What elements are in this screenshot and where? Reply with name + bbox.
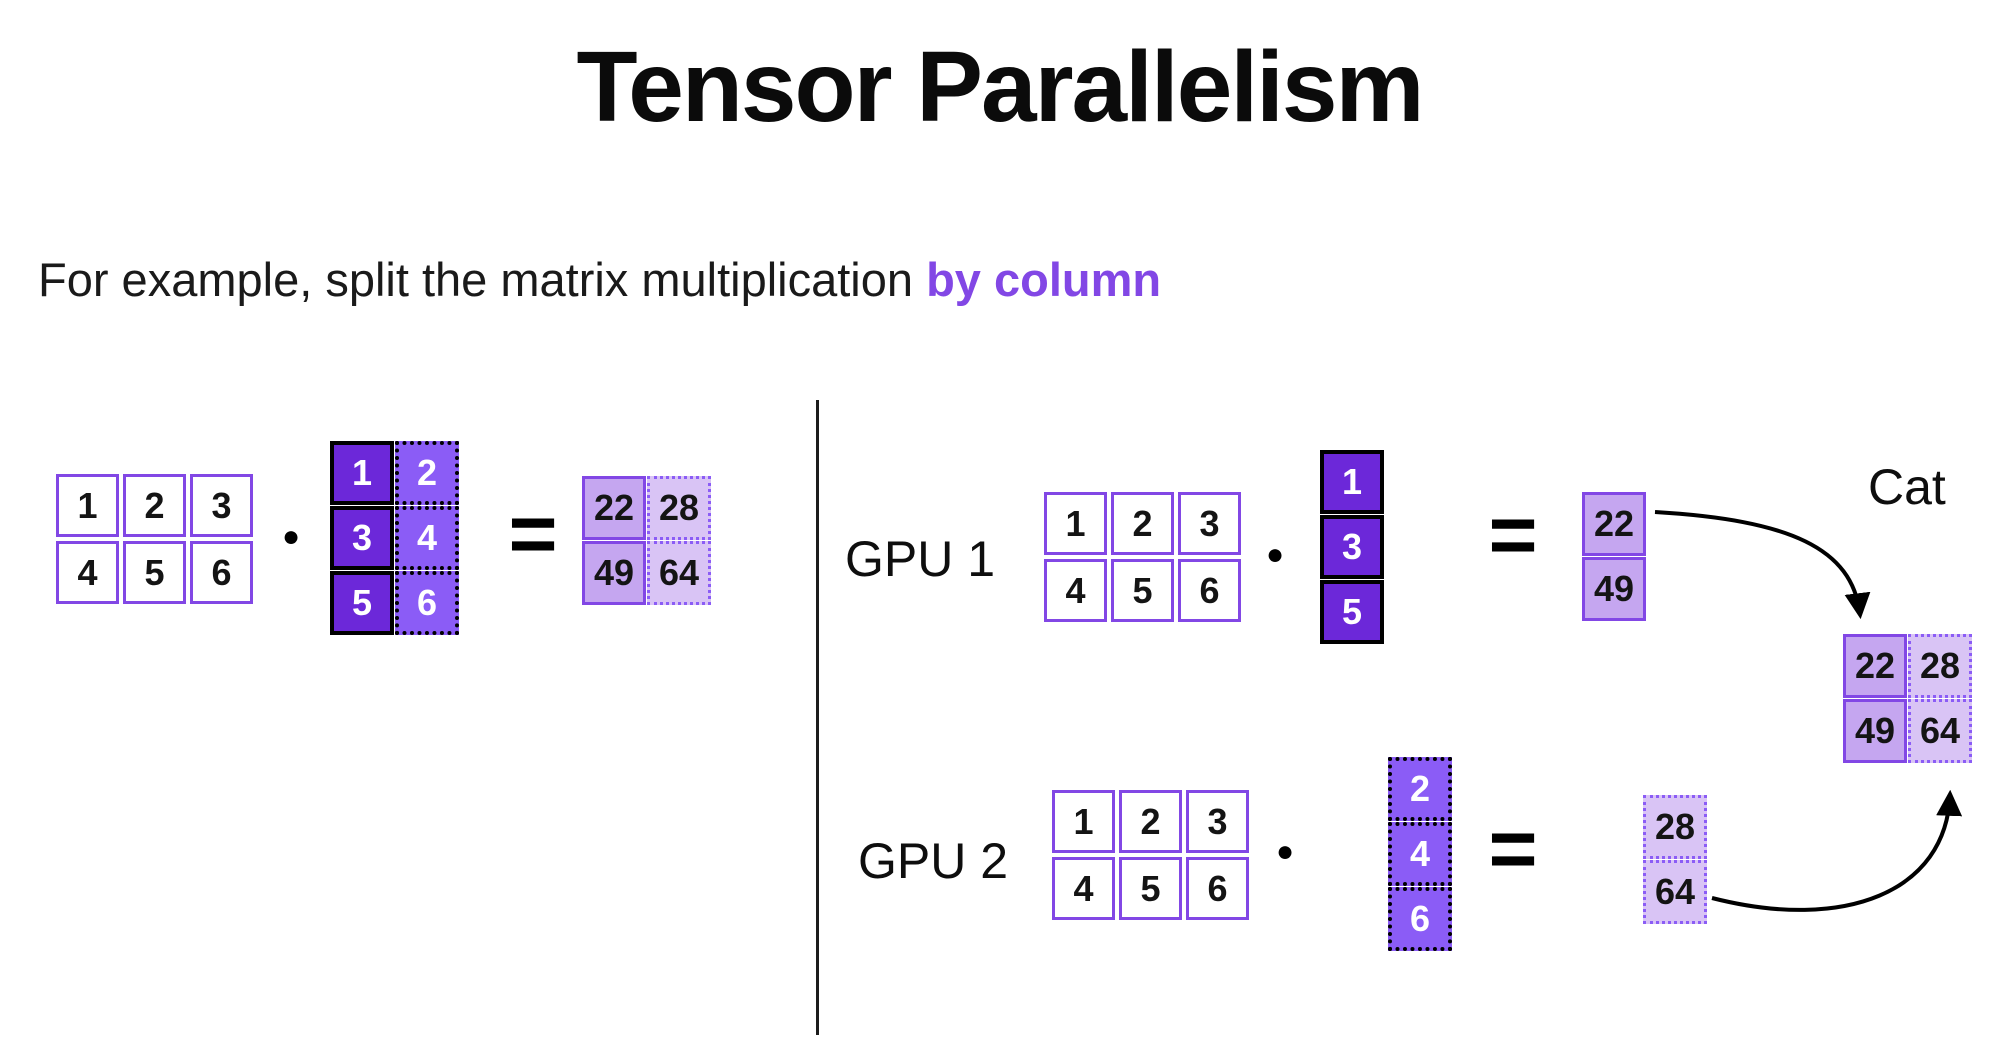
- matrix-cell: 3: [1186, 790, 1249, 853]
- left-weight-matrix: 1 2 3 4 5 6: [330, 441, 459, 635]
- left-result-matrix: 22 28 49 64: [582, 476, 711, 605]
- matrix-cell: 1: [56, 474, 119, 537]
- matrix-cell: 6: [395, 571, 459, 635]
- matrix-cell: 5: [1320, 580, 1384, 644]
- dot-product-icon: ●: [281, 520, 301, 553]
- matrix-cell: 2: [1111, 492, 1174, 555]
- gpu1-input-matrix: 1 2 3 4 5 6: [1044, 492, 1241, 622]
- arrow-gpu1-to-cat: [1654, 510, 1871, 620]
- matrix-cell: 6: [1388, 887, 1452, 951]
- matrix-cell: 1: [1044, 492, 1107, 555]
- gpu1-weight-column: 1 3 5: [1320, 450, 1384, 644]
- matrix-cell: 64: [647, 541, 711, 605]
- arrow-gpu2-to-cat: [1711, 789, 1963, 912]
- matrix-cell: 3: [190, 474, 253, 537]
- equals-sign: =: [1488, 487, 1538, 582]
- equals-sign: =: [508, 486, 558, 581]
- matrix-cell: 1: [330, 441, 394, 505]
- matrix-cell: 22: [1843, 634, 1907, 698]
- matrix-cell: 4: [395, 506, 459, 570]
- gpu2-result-column: 28 64: [1643, 795, 1707, 924]
- gpu2-input-matrix: 1 2 3 4 5 6: [1052, 790, 1249, 920]
- matrix-cell: 6: [1186, 857, 1249, 920]
- matrix-cell: 22: [1582, 492, 1646, 556]
- dot-product-icon: ●: [1275, 835, 1295, 868]
- vertical-divider: [816, 400, 819, 1035]
- concatenated-result-matrix: 22 28 49 64: [1843, 634, 1972, 763]
- matrix-cell: 28: [1643, 795, 1707, 859]
- matrix-cell: 5: [330, 571, 394, 635]
- matrix-cell: 28: [1908, 634, 1972, 698]
- matrix-cell: 3: [330, 506, 394, 570]
- matrix-cell: 49: [582, 541, 646, 605]
- left-input-matrix: 1 2 3 4 5 6: [56, 474, 253, 604]
- matrix-cell: 5: [123, 541, 186, 604]
- subtitle-text: For example, split the matrix multiplica…: [38, 253, 927, 306]
- matrix-cell: 2: [1119, 790, 1182, 853]
- matrix-cell: 5: [1111, 559, 1174, 622]
- matrix-cell: 64: [1908, 699, 1972, 763]
- subtitle-highlight: by column: [926, 253, 1162, 306]
- gpu2-label: GPU 2: [858, 833, 1009, 889]
- gpu2-weight-column: 2 4 6: [1388, 757, 1452, 951]
- equals-sign: =: [1488, 801, 1538, 896]
- matrix-cell: 22: [582, 476, 646, 540]
- matrix-cell: 6: [1178, 559, 1241, 622]
- page-title: Tensor Parallelism: [576, 31, 1425, 143]
- matrix-cell: 3: [1178, 492, 1241, 555]
- matrix-cell: 49: [1582, 557, 1646, 621]
- gpu1-label: GPU 1: [845, 531, 996, 587]
- dot-product-icon: ●: [1265, 538, 1285, 571]
- matrix-cell: 1: [1320, 450, 1384, 514]
- matrix-cell: 4: [1044, 559, 1107, 622]
- matrix-cell: 2: [1388, 757, 1452, 821]
- matrix-cell: 4: [56, 541, 119, 604]
- matrix-cell: 2: [123, 474, 186, 537]
- matrix-cell: 6: [190, 541, 253, 604]
- matrix-cell: 49: [1843, 699, 1907, 763]
- matrix-cell: 1: [1052, 790, 1115, 853]
- subtitle: For example, split the matrix multiplica…: [38, 252, 1161, 307]
- matrix-cell: 5: [1119, 857, 1182, 920]
- matrix-cell: 28: [647, 476, 711, 540]
- matrix-cell: 2: [395, 441, 459, 505]
- matrix-cell: 3: [1320, 515, 1384, 579]
- matrix-cell: 4: [1052, 857, 1115, 920]
- matrix-cell: 64: [1643, 860, 1707, 924]
- cat-label: Cat: [1868, 459, 1946, 515]
- matrix-cell: 4: [1388, 822, 1452, 886]
- gpu1-result-column: 22 49: [1582, 492, 1646, 621]
